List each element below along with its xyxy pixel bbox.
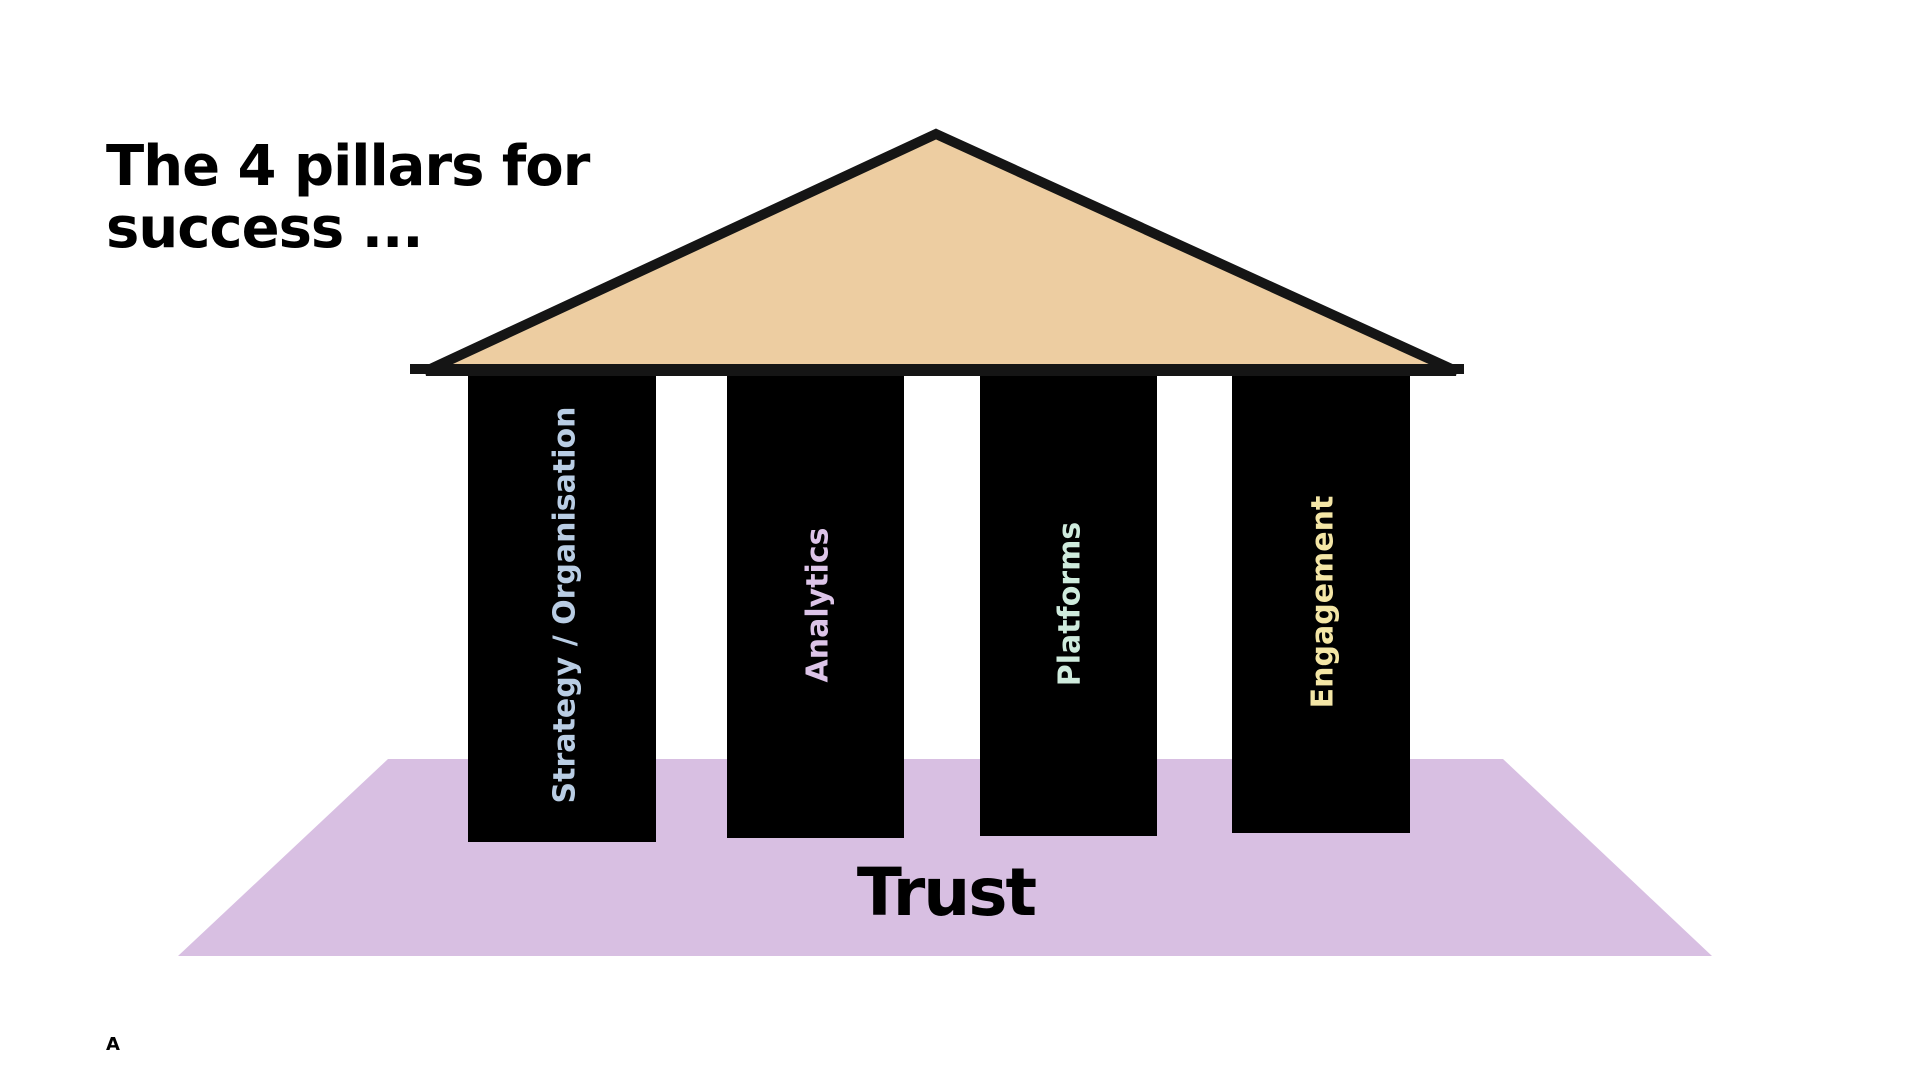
roof-beam bbox=[410, 364, 1464, 374]
pillar-label-strategy-organisation: Strategy / Organisation bbox=[548, 407, 583, 804]
pillar-strategy-organisation bbox=[468, 372, 656, 842]
pillar-label-engagement: Engagement bbox=[1306, 496, 1341, 709]
pillar-label-analytics: Analytics bbox=[801, 528, 836, 683]
slide-title-line-2: success ... bbox=[106, 196, 424, 261]
slide-title: The 4 pillars for success ... bbox=[106, 136, 666, 260]
pillar-label-platforms: Platforms bbox=[1053, 522, 1088, 686]
slide-title-line-1: The 4 pillars for bbox=[106, 134, 590, 199]
pillar-engagement bbox=[1232, 372, 1410, 833]
pillar-platforms bbox=[980, 372, 1157, 836]
roof bbox=[423, 128, 1459, 376]
pillar-analytics bbox=[727, 372, 904, 838]
base-label-trust: Trust bbox=[857, 854, 1037, 931]
footer-logo-mark: A bbox=[106, 1034, 120, 1055]
